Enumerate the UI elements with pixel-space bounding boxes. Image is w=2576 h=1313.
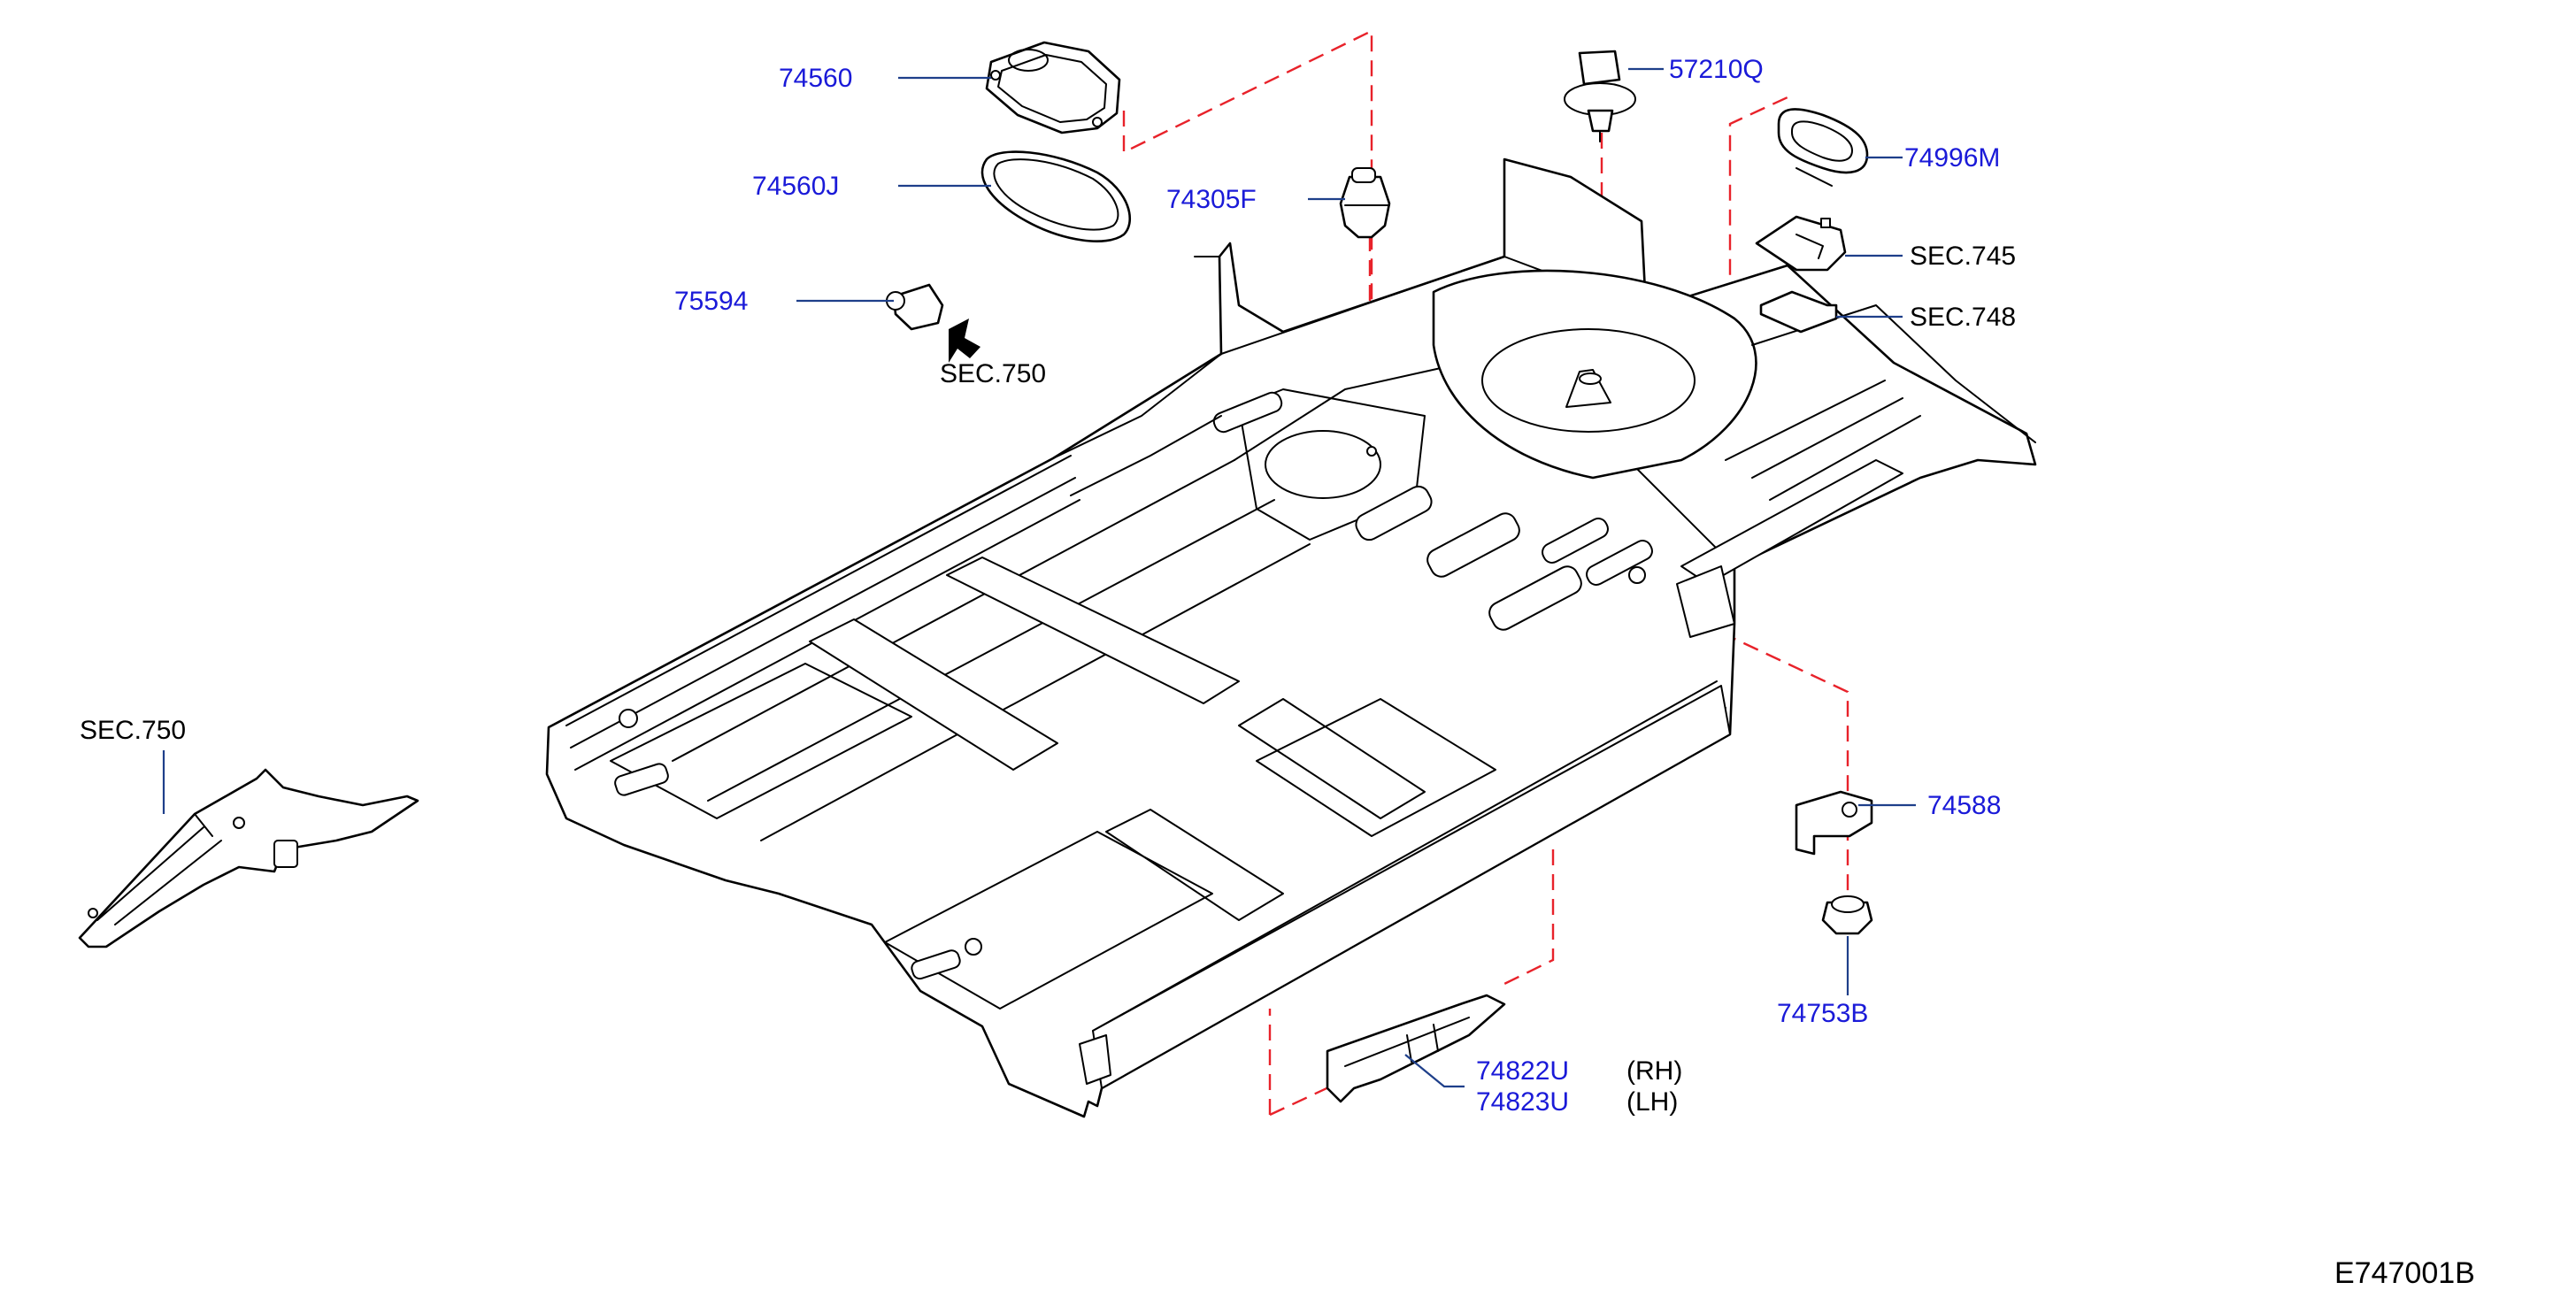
diagram-code: E747001B bbox=[2334, 1256, 2475, 1290]
part-74588-label[interactable]: 74588 bbox=[1927, 791, 2001, 820]
part-74753b-label[interactable]: 74753B bbox=[1777, 999, 1868, 1028]
arrow-icon bbox=[949, 319, 980, 363]
part-74996m-label[interactable]: 74996M bbox=[1904, 143, 2000, 173]
sec745-illustration bbox=[1755, 215, 1847, 272]
part-labels: 74560 74560J 75594 74305F 57210Q 74996M … bbox=[80, 55, 2475, 1290]
part-74560j-label[interactable]: 74560J bbox=[752, 172, 839, 201]
sec748-label[interactable]: SEC.748 bbox=[1910, 303, 2016, 332]
sec750-left-illustration bbox=[78, 768, 419, 948]
part-74588-illustration bbox=[1795, 790, 1873, 856]
part-74560-label[interactable]: 74560 bbox=[779, 64, 852, 93]
sec750-left-label[interactable]: SEC.750 bbox=[80, 716, 186, 745]
part-74996m-illustration bbox=[1777, 108, 1869, 187]
part-74822u-label[interactable]: 74822U bbox=[1476, 1056, 1569, 1086]
part-74753b-illustration bbox=[1821, 895, 1873, 935]
part-74822u-illustration bbox=[1326, 994, 1506, 1103]
side-lh-label: (LH) bbox=[1626, 1087, 1678, 1117]
sec748-illustration bbox=[1759, 290, 1838, 334]
part-74305f-label[interactable]: 74305F bbox=[1166, 185, 1257, 214]
floor-panel-illustration bbox=[545, 157, 2037, 1118]
sec750-arrow-label[interactable]: SEC.750 bbox=[940, 359, 1046, 388]
sec745-label[interactable]: SEC.745 bbox=[1910, 242, 2016, 271]
side-rh-label: (RH) bbox=[1626, 1056, 1682, 1086]
part-74823u-label[interactable]: 74823U bbox=[1476, 1087, 1569, 1117]
part-74305f-illustration bbox=[1339, 167, 1391, 239]
leader-lines bbox=[162, 67, 1916, 1088]
part-57210q-illustration bbox=[1564, 50, 1636, 142]
part-75594-label[interactable]: 75594 bbox=[674, 287, 748, 316]
part-74560-illustration bbox=[985, 41, 1121, 134]
part-57210q-label[interactable]: 57210Q bbox=[1669, 55, 1764, 84]
part-74560j-illustration bbox=[980, 150, 1132, 242]
part-75594-illustration bbox=[886, 283, 944, 331]
